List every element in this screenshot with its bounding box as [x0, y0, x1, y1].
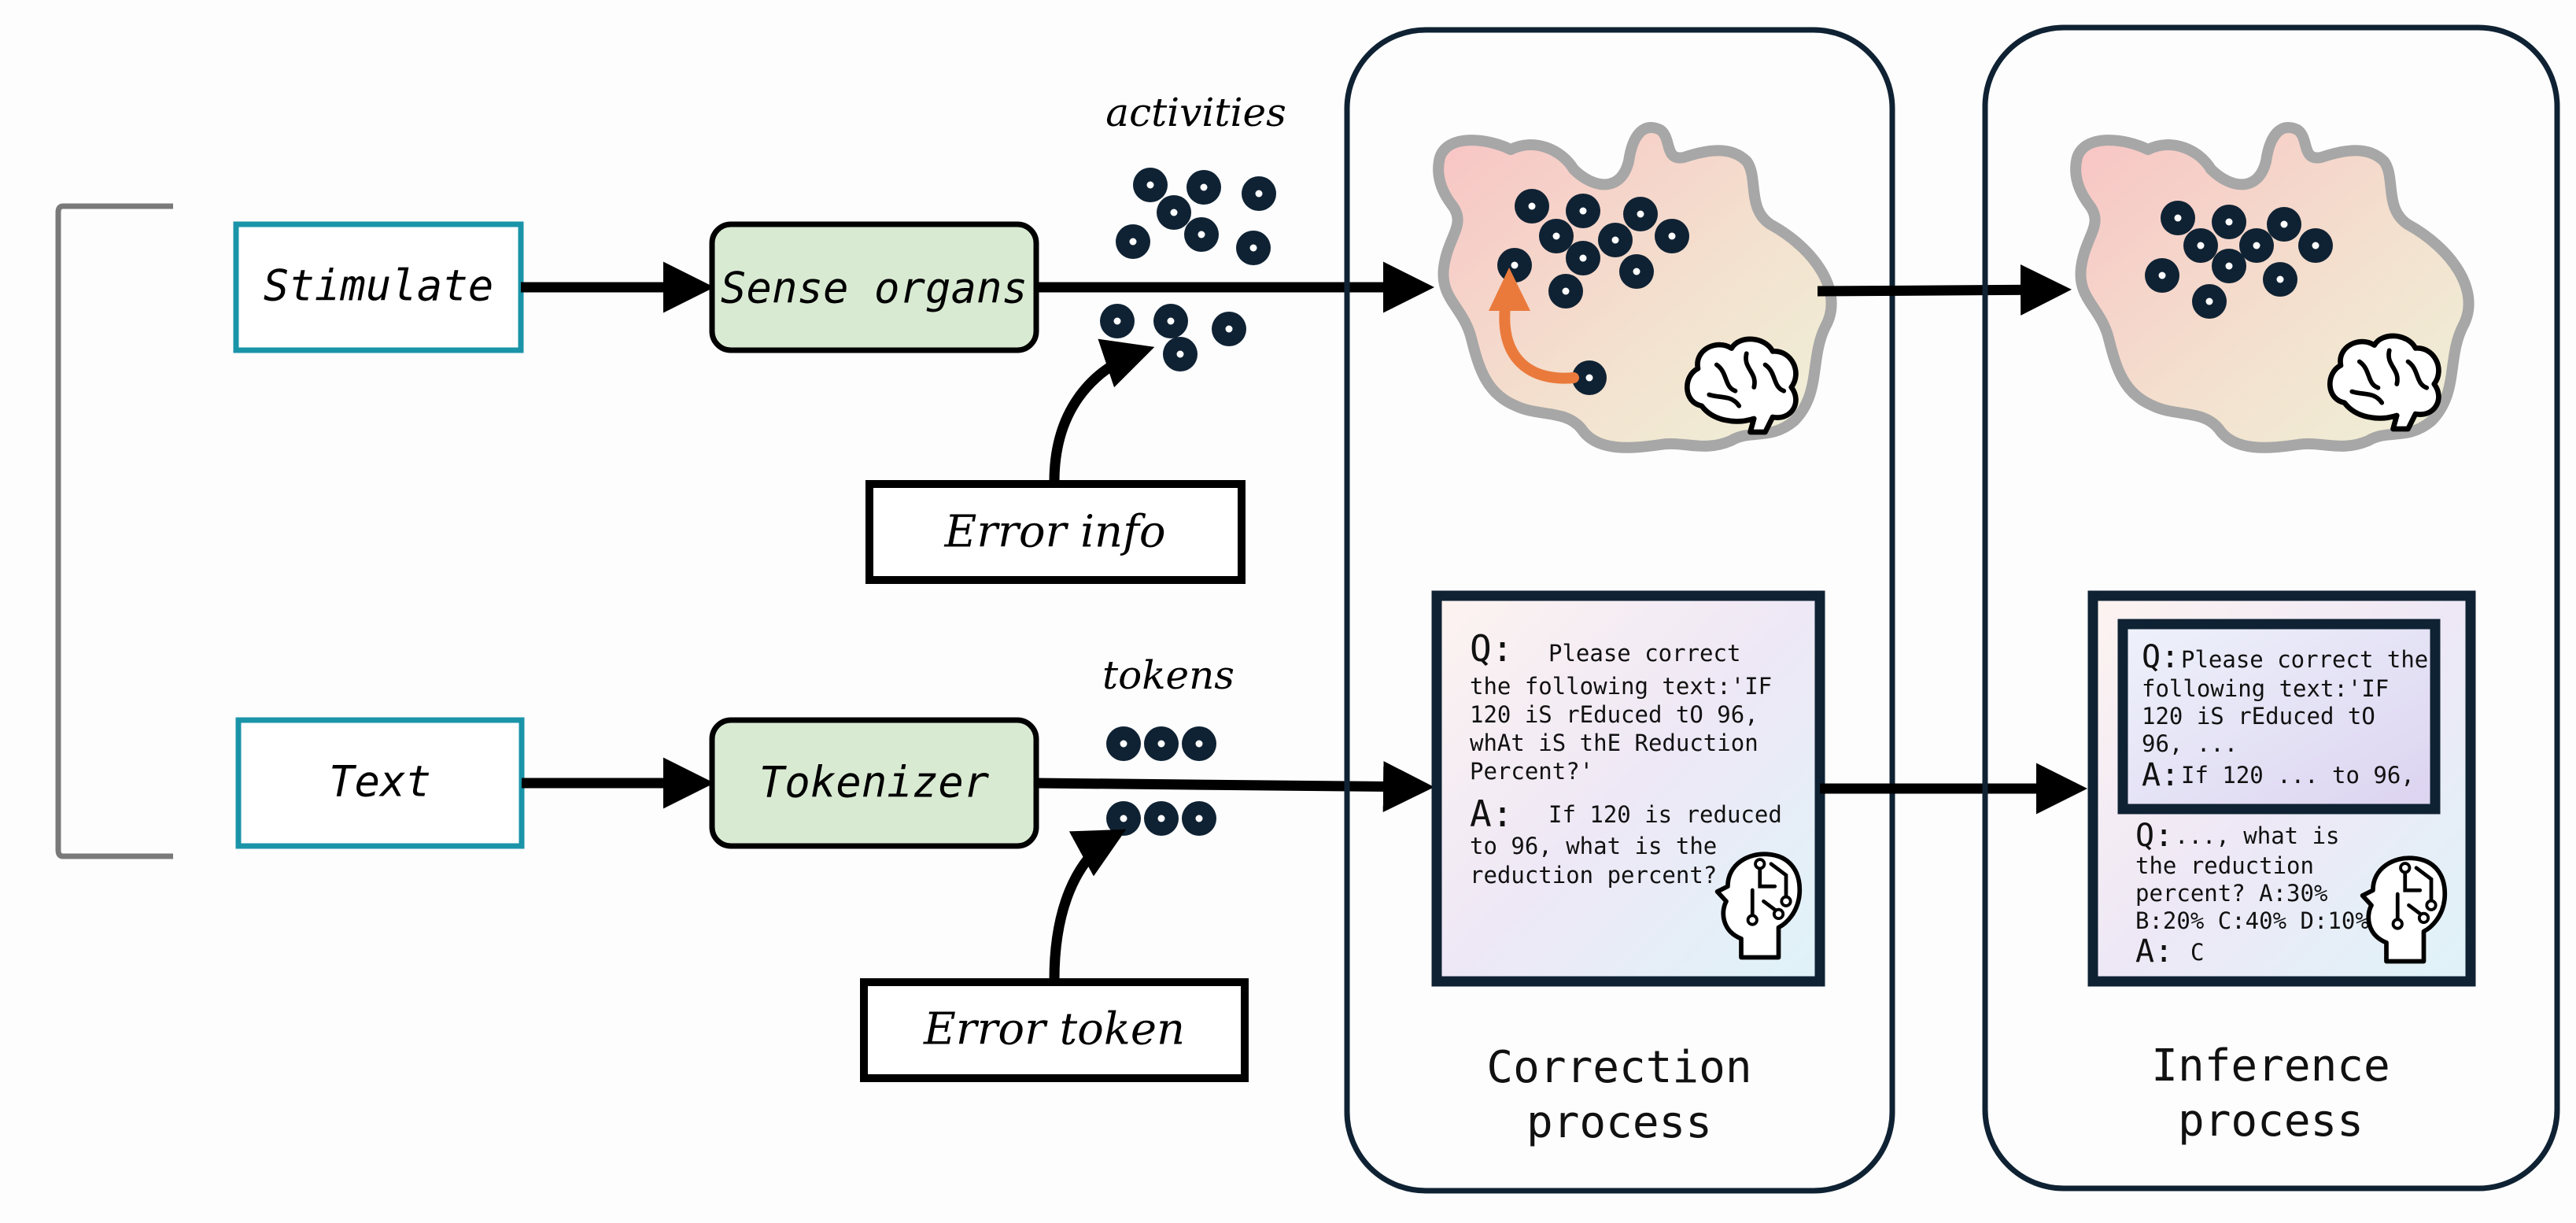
inference-inner-q-label: Q:: [2142, 639, 2179, 675]
inference-q-text: ..., what is the reduction percent? A:30…: [2135, 822, 2369, 934]
arrow-tokenizer-to-correction: [1035, 760, 1434, 812]
inference-inner-q-line-2: following text:'IF: [2142, 675, 2389, 702]
text-label: Text: [329, 757, 431, 807]
correction-arrow-head: [1489, 268, 1530, 311]
bottom-row: Text Tokenizer tokens Error token: [235, 652, 1434, 1082]
error-token-label: Error token: [923, 1004, 1185, 1055]
correction-q-line-1: Please correct: [1548, 640, 1740, 667]
inference-inner-card: [2117, 619, 2441, 815]
inference-q-line-1: ..., what is: [2175, 822, 2340, 849]
grouping-bracket: [55, 203, 173, 859]
inference-title-line-2: process: [2178, 1096, 2364, 1147]
error-info-box: [865, 480, 1246, 584]
correction-a-line-1: If 120 is reduced: [1548, 801, 1782, 828]
error-token-box: [860, 978, 1249, 1082]
sense-organs-label: Sense organs: [721, 264, 1028, 313]
inference-q-line-2: the reduction: [2135, 852, 2314, 879]
inference-q-label: Q:: [2135, 818, 2173, 854]
inference-a-label: A:: [2135, 933, 2173, 970]
activity-dots: [1100, 168, 1276, 371]
correction-title-line-1: Correction: [1486, 1042, 1751, 1093]
inference-inner-a-label: A:: [2142, 757, 2179, 793]
correction-a-label: A:: [1470, 793, 1513, 835]
correction-q-line-4: whAt iS thE Reduction: [1470, 730, 1759, 756]
correction-a-text: If 120 is reduced to 96, what is the red…: [1470, 801, 1795, 889]
correction-q-label: Q:: [1470, 627, 1513, 670]
inference-title-line-1: Inference: [2151, 1040, 2390, 1092]
inference-inner-q-line-1: Please correct the: [2181, 646, 2428, 673]
correction-q-line-3: 120 iS rEduced tO 96,: [1470, 701, 1759, 728]
correction-panel-frame: [1344, 27, 1895, 1194]
tokenizer-label: Tokenizer: [759, 758, 990, 807]
inference-panel: Q: Please correct the following text:'IF…: [1982, 24, 2560, 1192]
inference-q-line-4: B:20% C:40% D:10%: [2135, 907, 2369, 934]
inference-a-value: C: [2190, 939, 2204, 966]
stimulate-label: Stimulate: [264, 261, 494, 311]
error-info-label: Error info: [943, 507, 1165, 558]
text-box: [235, 717, 525, 849]
correction-a-line-3: reduction percent?: [1470, 862, 1717, 889]
inference-inner-q-text: Please correct the following text:'IF 12…: [2142, 646, 2442, 757]
arrow-error-token: [1049, 829, 1127, 981]
inference-inner-q-line-3: 120 iS rEduced tO: [2142, 703, 2375, 730]
stimulate-box: [233, 221, 524, 353]
tokens-label: tokens: [1102, 652, 1234, 698]
correction-a-line-2: to 96, what is the: [1470, 833, 1717, 859]
activities-label: activities: [1105, 90, 1286, 135]
correction-q-line-5: Percent?': [1470, 758, 1593, 785]
inference-inner-a-text: If 120 ... to 96,: [2181, 762, 2415, 789]
inference-q-line-3: percent? A:30%: [2135, 880, 2327, 907]
arrow-correction-to-inference-top: [1817, 264, 2072, 316]
correction-q-line-2: the following text:'IF: [1470, 673, 1772, 700]
top-row: Stimulate Sense organs activities Error …: [233, 90, 1434, 584]
arrow-error-info: [1049, 338, 1155, 482]
inference-panel-frame: [1982, 24, 2560, 1192]
inference-inner-q-line-4: 96, ...: [2142, 730, 2238, 757]
correction-q-text: Please correct the following text:'IF 12…: [1470, 640, 1786, 785]
correction-title-line-2: process: [1526, 1097, 1712, 1148]
correction-panel: Q: Please correct the following text:'IF…: [1344, 27, 1895, 1194]
correction-arrow: [1499, 290, 1579, 384]
